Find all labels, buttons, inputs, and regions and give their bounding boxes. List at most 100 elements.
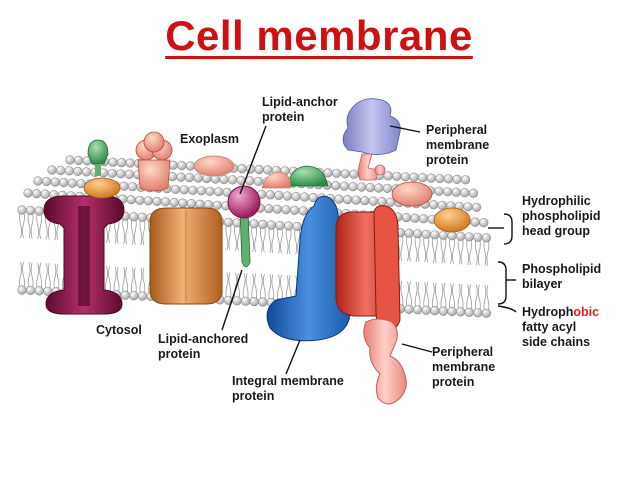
phospholipid-head bbox=[219, 174, 229, 185]
phospholipid-head bbox=[179, 185, 189, 195]
phospholipid-head bbox=[265, 190, 275, 200]
phospholipid-head bbox=[67, 178, 77, 188]
phospholipid-head bbox=[223, 217, 233, 227]
phospholipid-head bbox=[418, 173, 428, 183]
fatty-acyl-tail bbox=[423, 234, 430, 263]
phospholipid-head bbox=[365, 182, 375, 193]
integral-protein bbox=[266, 195, 351, 342]
phospholipid-head bbox=[291, 191, 301, 202]
phospholipid-head bbox=[413, 229, 423, 239]
phospholipid-head bbox=[128, 182, 138, 192]
salmon-dome-right bbox=[391, 181, 433, 207]
phospholipid-head bbox=[456, 231, 466, 241]
fatty-acyl-tail bbox=[130, 267, 137, 296]
phospholipid-head bbox=[249, 297, 259, 307]
phospholipid-head bbox=[438, 306, 449, 316]
phospholipid-head bbox=[254, 164, 264, 175]
phospholipid-head bbox=[205, 186, 215, 196]
fatty-acyl-tail bbox=[466, 236, 473, 265]
label-hydrophilic-line2: phospholipid bbox=[522, 209, 600, 223]
fatty-acyl-tail bbox=[19, 261, 25, 291]
phospholipid-head bbox=[443, 187, 453, 197]
phospholipid-head bbox=[413, 305, 423, 315]
phospholipid-head bbox=[31, 189, 42, 199]
phospholipid-head bbox=[360, 196, 370, 206]
label-peripheral-top-line1: Peripheral bbox=[426, 123, 487, 137]
label-hydrophobic-line3: side chains bbox=[522, 335, 590, 349]
phospholipid-head bbox=[137, 212, 147, 222]
title-text: Cell membrane bbox=[165, 12, 473, 59]
phospholipid-head bbox=[435, 173, 445, 184]
phospholipid-head bbox=[25, 205, 36, 216]
fatty-acyl-tail bbox=[414, 233, 421, 262]
lipid-anchored-protein bbox=[227, 185, 261, 268]
phospholipid-head bbox=[108, 157, 118, 167]
phospholipid-head bbox=[348, 182, 358, 192]
fatty-acyl-tail bbox=[259, 224, 266, 253]
phospholipid-head bbox=[447, 231, 457, 241]
phospholipid-head bbox=[228, 175, 238, 185]
phospholipid-head bbox=[81, 167, 91, 177]
phospholipid-head bbox=[232, 296, 242, 306]
phospholipid-head bbox=[438, 230, 449, 240]
phospholipid-head bbox=[241, 296, 251, 306]
fatty-acyl-tail bbox=[251, 273, 258, 302]
fatty-acyl-tail bbox=[285, 225, 292, 255]
phospholipid-head bbox=[116, 158, 127, 168]
phospholipid-head bbox=[430, 306, 440, 316]
phospholipid-head bbox=[349, 169, 359, 179]
phospholipid-head bbox=[177, 161, 187, 171]
phospholipid-head bbox=[382, 183, 393, 193]
phospholipid-head bbox=[41, 176, 52, 187]
phospholipid-head bbox=[464, 307, 474, 318]
pink-dome-protein bbox=[193, 155, 235, 177]
phospholipid-head bbox=[135, 195, 145, 205]
label-lipid-anchored-line1: Lipid-anchored bbox=[158, 332, 248, 346]
label-lipid-anchor-line1: Lipid-anchor bbox=[262, 95, 338, 109]
fatty-acyl-tail bbox=[19, 209, 25, 239]
fatty-acyl-tail bbox=[431, 234, 438, 263]
label-peripheral-top-line3: protein bbox=[426, 153, 468, 167]
page-title: Cell membrane bbox=[0, 12, 638, 60]
label-peripheral-bottom-line3: protein bbox=[432, 375, 474, 389]
fatty-acyl-tail bbox=[36, 210, 43, 240]
phospholipid-head bbox=[339, 181, 350, 191]
fatty-acyl-tail bbox=[113, 266, 120, 295]
phospholipid-head bbox=[64, 166, 74, 176]
fatty-acyl-tail bbox=[474, 237, 481, 266]
phospholipid-head bbox=[281, 205, 291, 215]
fatty-acyl-tail bbox=[406, 233, 412, 262]
phospholipid-head bbox=[193, 173, 203, 183]
label-hydrophobic-suffix: obic bbox=[573, 305, 599, 319]
label-hydrophilic-line3: head group bbox=[522, 224, 590, 238]
orange-dome-left bbox=[83, 177, 121, 199]
fatty-acyl-tail bbox=[457, 236, 464, 265]
label-hydrophobic-prefix: Hydroph bbox=[522, 305, 573, 319]
phospholipid-head bbox=[126, 195, 136, 205]
fatty-acyl-tail bbox=[259, 273, 266, 303]
fatty-acyl-tail bbox=[268, 224, 275, 254]
phospholipid-head bbox=[176, 172, 186, 182]
phospholipid-head bbox=[460, 188, 470, 198]
fatty-acyl-tail bbox=[474, 284, 481, 313]
fatty-acyl-tail bbox=[122, 267, 129, 296]
fatty-acyl-tail bbox=[483, 285, 490, 314]
phospholipid-head bbox=[129, 291, 139, 301]
label-pointers bbox=[221, 125, 517, 375]
fatty-acyl-tail bbox=[139, 217, 146, 246]
fatty-acyl-tail bbox=[242, 273, 249, 302]
phospholipid-head bbox=[258, 219, 268, 229]
phospholipid-head bbox=[451, 187, 461, 197]
fatty-acyl-tail bbox=[122, 216, 129, 245]
fatty-acyl-tail bbox=[483, 237, 490, 266]
phospholipid-head bbox=[161, 197, 171, 207]
phospholipid-head bbox=[473, 308, 483, 318]
phospholipid-head bbox=[284, 221, 294, 231]
phospholipid-head bbox=[377, 197, 387, 207]
phospholipid-head bbox=[40, 189, 50, 199]
phospholipid-head bbox=[419, 214, 429, 224]
phospholipid-head bbox=[332, 168, 342, 178]
fatty-acyl-tail bbox=[234, 222, 240, 252]
phospholipid-head bbox=[73, 155, 84, 165]
phospholipid-head bbox=[470, 217, 480, 227]
